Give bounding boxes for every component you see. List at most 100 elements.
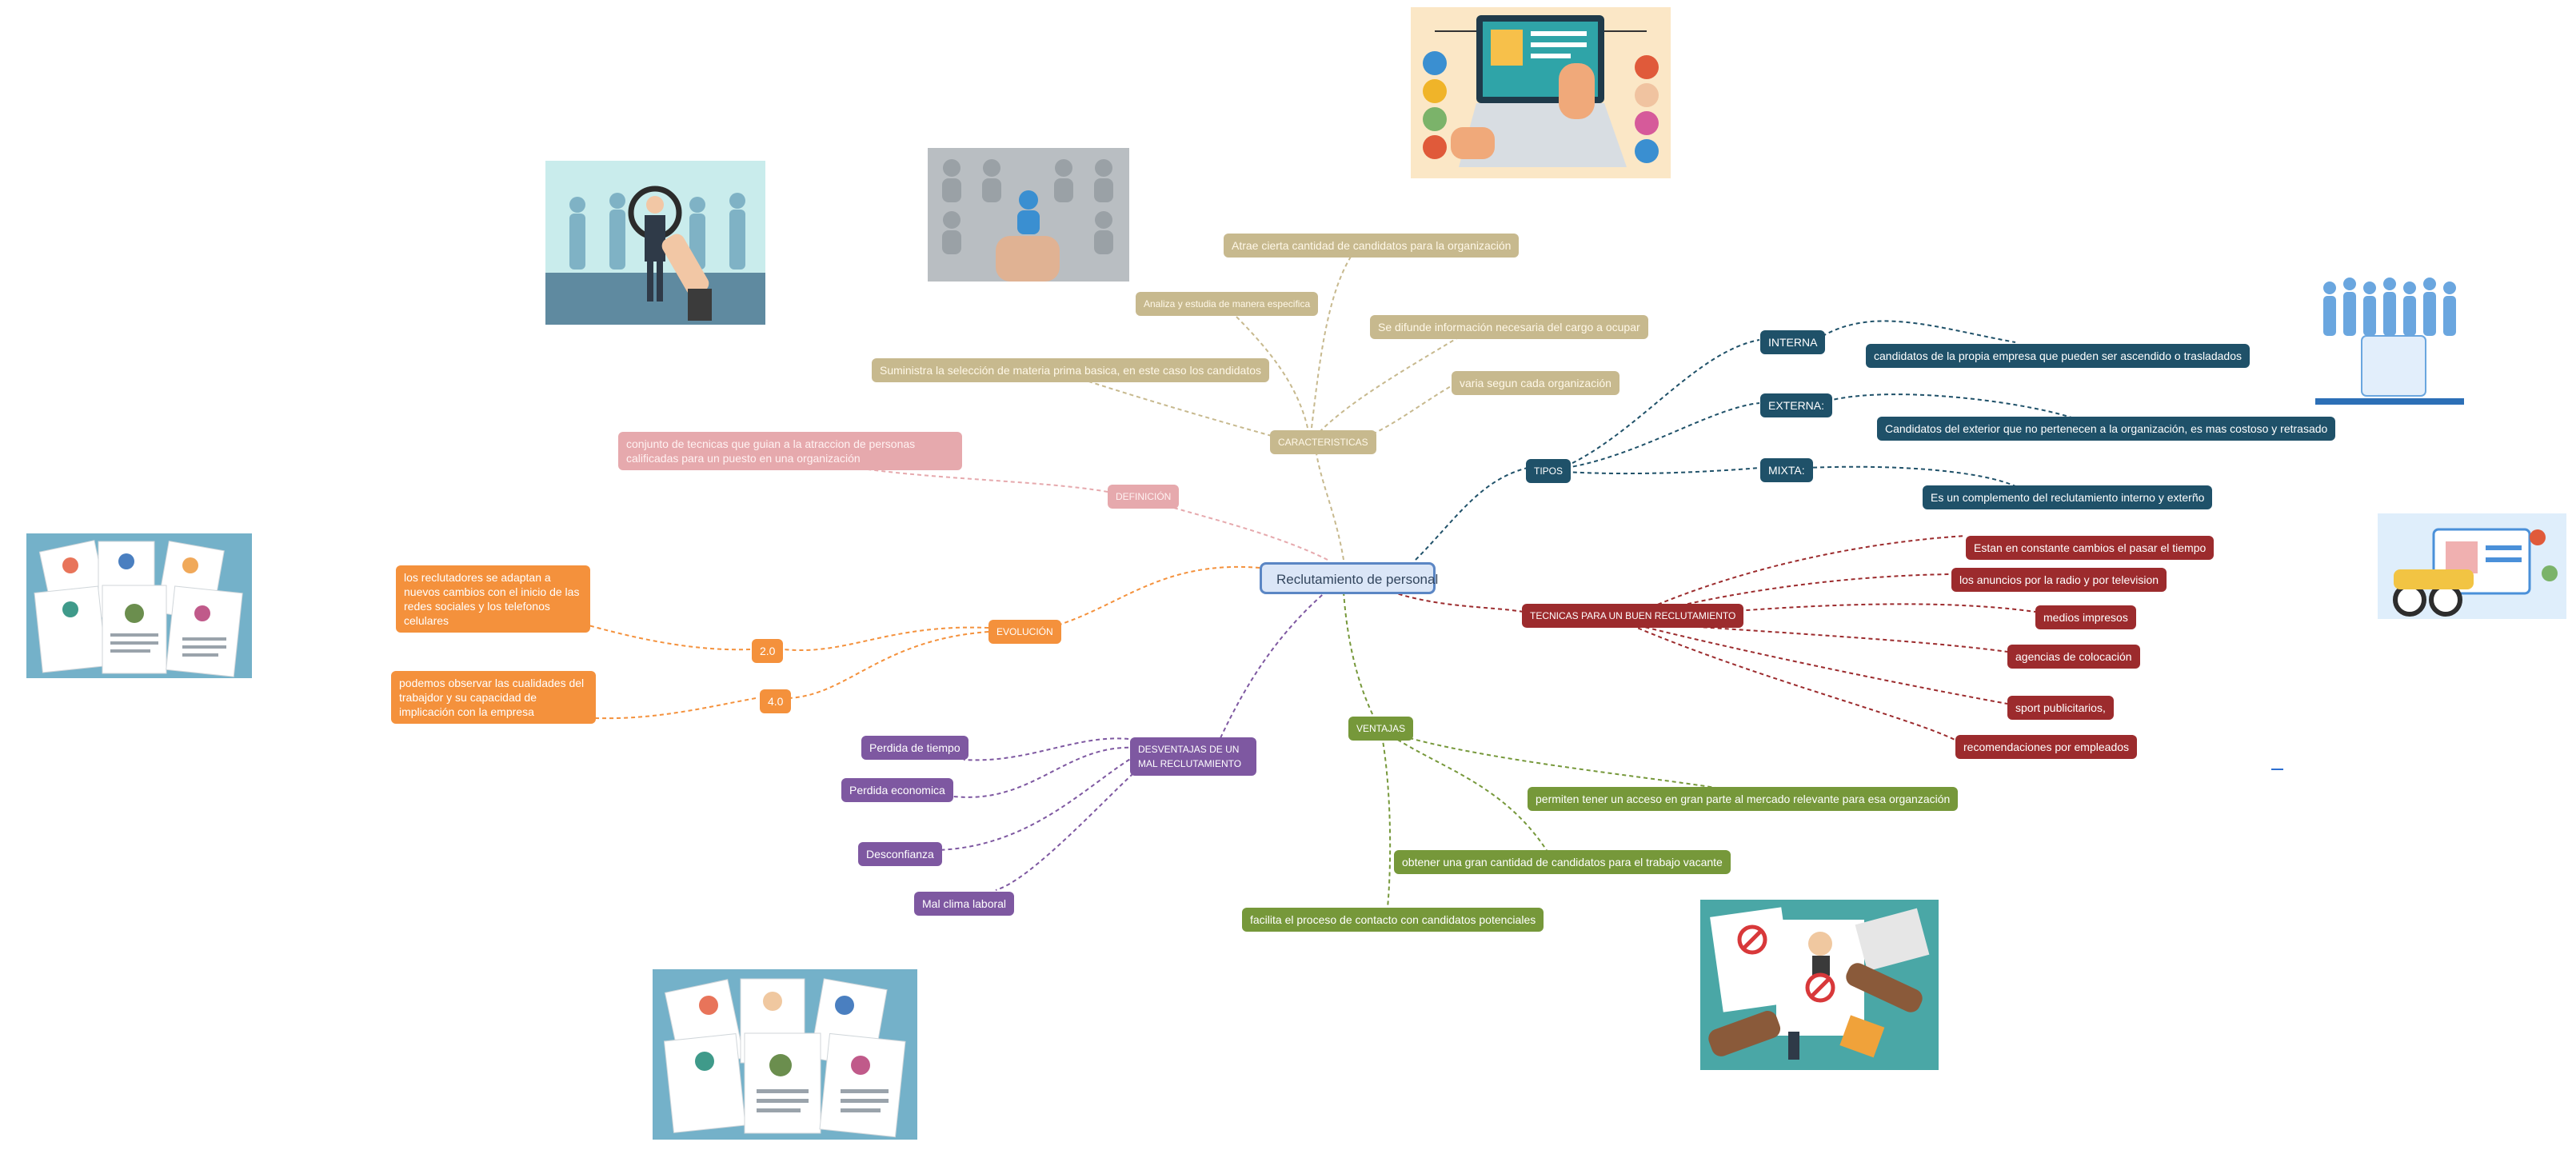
branch-tecnicas-label: TECNICAS PARA UN BUEN RECLUTAMIENTO [1530, 610, 1736, 621]
evolucion-40-text-label: podemos observar las cualidades del trab… [399, 677, 585, 718]
desventaja-item[interactable]: Mal clima laboral [914, 892, 1015, 916]
tipo-interna-text[interactable]: candidatos de la propia empresa que pued… [1866, 344, 2250, 368]
evolucion-40-text[interactable]: podemos observar las cualidades del trab… [391, 671, 596, 724]
evolucion-20-text[interactable]: los reclutadores se adaptan a nuevos cam… [396, 565, 590, 633]
desventaja-item-label: Desconfianza [866, 848, 934, 861]
definicion-text[interactable]: conjunto de tecnicas que guian a la atra… [618, 432, 962, 470]
branch-ventajas-label: VENTAJAS [1356, 723, 1406, 734]
evolucion-20-text-label: los reclutadores se adaptan a nuevos cam… [404, 571, 580, 627]
caracteristica-item-label: Suministra la selección de materia prima… [880, 364, 1262, 377]
caracteristica-item-label: varia segun cada organización [1460, 377, 1611, 389]
tecnica-item[interactable]: los anuncios por la radio y por televisi… [1951, 568, 2167, 592]
link-tip-ext [1565, 402, 1760, 469]
link-des-1 [963, 737, 1136, 761]
evolucion-version-40-label: 4.0 [768, 695, 784, 708]
link-des-3 [935, 755, 1136, 851]
caracteristica-item[interactable]: Atrae cierta cantidad de candidatos para… [1224, 234, 1520, 258]
caracteristica-item[interactable]: Analiza y estudia de manera especifica [1136, 292, 1319, 316]
link-tipos [1415, 467, 1528, 561]
tecnica-item-label: medios impresos [2043, 611, 2128, 624]
desventaja-item[interactable]: Perdida economica [841, 778, 953, 802]
link-tip-int [1565, 339, 1760, 467]
central-topic[interactable]: Reclutamiento de personal [1260, 562, 1439, 594]
tipo-mixta-text-label: Es un complemento del reclutamiento inte… [1931, 491, 2205, 504]
tipo-interna-label: INTERNA [1768, 336, 1818, 349]
branch-ventajas[interactable]: VENTAJAS [1348, 717, 1414, 741]
tecnica-item[interactable]: Estan en constante cambios el pasar el t… [1966, 536, 2215, 560]
ventaja-item[interactable]: facilita el proceso de contacto con cand… [1242, 908, 1544, 932]
tipo-externa-text-label: Candidatos del exterior que no pertenece… [1885, 422, 2328, 435]
tipo-mixta-label: MIXTA: [1768, 464, 1805, 477]
caracteristica-item[interactable]: Se difunde información necesaria del car… [1370, 315, 1648, 339]
branch-evolucion-label: EVOLUCIÓN [996, 626, 1053, 637]
team-people-image [2314, 272, 2466, 412]
tecnica-item-label: agencias de colocación [2015, 650, 2132, 663]
link-caracteristicas [1315, 447, 1344, 561]
caracteristica-item[interactable]: Suministra la selección de materia prima… [872, 358, 1270, 382]
link-ven-3 [1381, 735, 1392, 908]
cv-review-desk-image [1700, 900, 1939, 1070]
link-tec-1 [1631, 535, 1967, 617]
tecnica-item[interactable]: sport publicitarios, [2007, 696, 2114, 720]
link-ven-2 [1391, 735, 1548, 853]
branch-caracteristicas-label: CARACTERISTICAS [1278, 437, 1368, 448]
ventaja-item[interactable]: obtener una gran cantidad de candidatos … [1394, 850, 1731, 874]
branch-caracteristicas[interactable]: CARACTERISTICAS [1270, 430, 1376, 454]
binoculars-recruitment-image [2378, 513, 2566, 619]
ventaja-item[interactable]: permiten tener un acceso en gran parte a… [1528, 787, 1959, 811]
evolucion-version-40[interactable]: 4.0 [760, 689, 792, 713]
evolucion-version-20[interactable]: 2.0 [752, 639, 784, 663]
ventaja-item-label: permiten tener un acceso en gran parte a… [1536, 793, 1951, 805]
tipo-externa[interactable]: EXTERNA: [1760, 393, 1833, 417]
link-des-2 [947, 746, 1136, 798]
tecnica-item-label: los anuncios por la radio y por televisi… [1959, 573, 2159, 586]
ventaja-item-label: obtener una gran cantidad de candidatos … [1402, 856, 1723, 869]
tipo-externa-text[interactable]: Candidatos del exterior que no pertenece… [1877, 417, 2336, 441]
link-car-2 [1227, 307, 1308, 429]
link-car-1 [1311, 249, 1356, 429]
link-des-4 [995, 763, 1144, 891]
tipo-externa-label: EXTERNA: [1768, 399, 1825, 412]
link-car-3 [1319, 333, 1464, 433]
branch-desventajas[interactable]: DESVENTAJAS DE UN MAL RECLUTAMIENTO [1130, 737, 1256, 776]
tecnica-item[interactable]: recomendaciones por empleados [1955, 735, 2138, 759]
caracteristica-item-label: Se difunde información necesaria del car… [1378, 321, 1640, 333]
branch-definicion-label: DEFINICIÓN [1116, 491, 1172, 502]
caracteristica-item[interactable]: varia segun cada organización [1452, 371, 1619, 395]
caracteristica-item-label: Analiza y estudia de manera especifica [1144, 298, 1311, 309]
tipo-mixta-text[interactable]: Es un complemento del reclutamiento inte… [1923, 485, 2213, 509]
link-tecnicas [1391, 591, 1524, 613]
link-tip-int-text [1815, 320, 2016, 343]
tipo-interna[interactable]: INTERNA [1760, 330, 1826, 354]
link-ventajas [1343, 591, 1375, 718]
desventaja-item-label: Perdida de tiempo [869, 741, 961, 754]
desventaja-item[interactable]: Desconfianza [858, 842, 942, 866]
link-tip-mix-text [1805, 465, 2016, 487]
branch-tipos-label: TIPOS [1534, 465, 1564, 477]
branch-definicion[interactable]: DEFINICIÓN [1108, 485, 1180, 509]
link-tip-ext-text [1819, 393, 2072, 418]
link-evo-40 [787, 631, 989, 699]
tecnica-item[interactable]: medios impresos [2035, 605, 2136, 629]
link-car-4 [1071, 375, 1272, 437]
central-topic-label: Reclutamiento de personal [1276, 572, 1439, 587]
tipo-mixta[interactable]: MIXTA: [1760, 458, 1813, 482]
link-evo-40-text [595, 697, 757, 720]
definicion-text-label: conjunto de tecnicas que guian a la atra… [626, 437, 916, 465]
desventaja-item-label: Perdida economica [849, 784, 945, 797]
branch-tipos[interactable]: TIPOS [1526, 459, 1572, 483]
tecnica-item[interactable]: agencias de colocación [2007, 645, 2140, 669]
evolucion-version-20-label: 2.0 [760, 645, 776, 657]
link-tip-mix [1565, 467, 1760, 475]
resume-cards-image [26, 533, 252, 678]
tecnica-item-label: sport publicitarios, [2015, 701, 2106, 714]
desventaja-item[interactable]: Perdida de tiempo [861, 736, 968, 760]
job-search-magnifier-image [545, 161, 765, 325]
link-tec-3 [1631, 603, 2036, 621]
link-evo-20 [783, 626, 989, 651]
branch-evolucion[interactable]: EVOLUCIÓN [988, 620, 1061, 644]
desventaja-item-label: Mal clima laboral [922, 897, 1007, 910]
ventaja-item-label: facilita el proceso de contacto con cand… [1250, 913, 1536, 926]
branch-tecnicas[interactable]: TECNICAS PARA UN BUEN RECLUTAMIENTO [1522, 604, 1744, 628]
